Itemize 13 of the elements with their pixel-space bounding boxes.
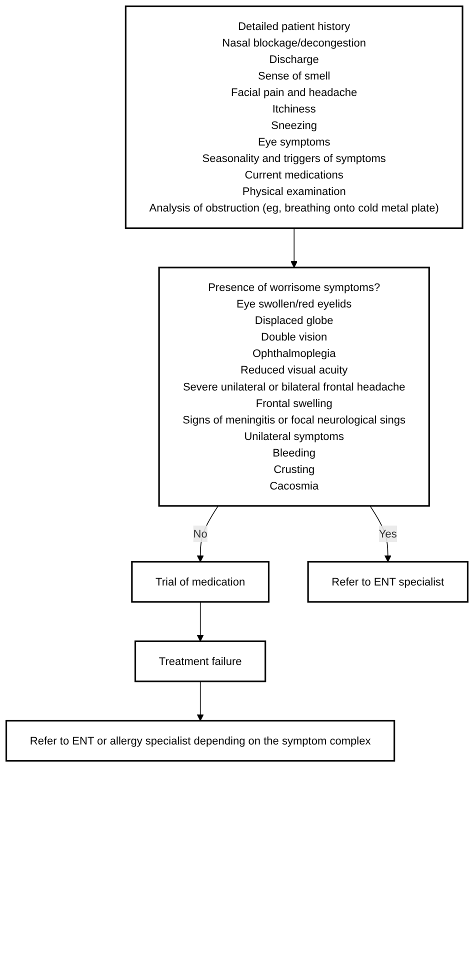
node-box: Refer to ENT or allergy specialist depending on the symptom complex <box>6 720 396 762</box>
node-box: Refer to ENT specialist <box>307 561 468 603</box>
node-box: Trial of medication <box>131 561 270 603</box>
arrow <box>196 602 204 642</box>
node-box: Treatment failure <box>134 640 266 682</box>
edge-label: Yes <box>378 527 397 540</box>
arrow <box>290 228 298 268</box>
node-box: Detailed patient history Nasal blockage/decongestion Discharge Sense of smell Facial pain and headache Itchiness Sneezing Eye symptoms Seasonality and triggers of symptoms Current medications Physical examination Analysis of obstruction (eg, breathing onto cold metal plate) <box>124 6 464 229</box>
arrow <box>196 506 219 562</box>
node-box: Presence of worrisome symptoms? Eye swollen/red eyelids Displaced globe Double vision Ophthalmoplegia Reduced visual acuity Severe unilateral or bilateral frontal headache Frontal swelling Signs of meningitis or focal neurological sings Unilateral symptoms Bleeding Crusting Cacosmia <box>158 266 430 507</box>
arrow <box>370 506 392 562</box>
edge-label: No <box>193 527 208 540</box>
arrow <box>196 680 204 722</box>
